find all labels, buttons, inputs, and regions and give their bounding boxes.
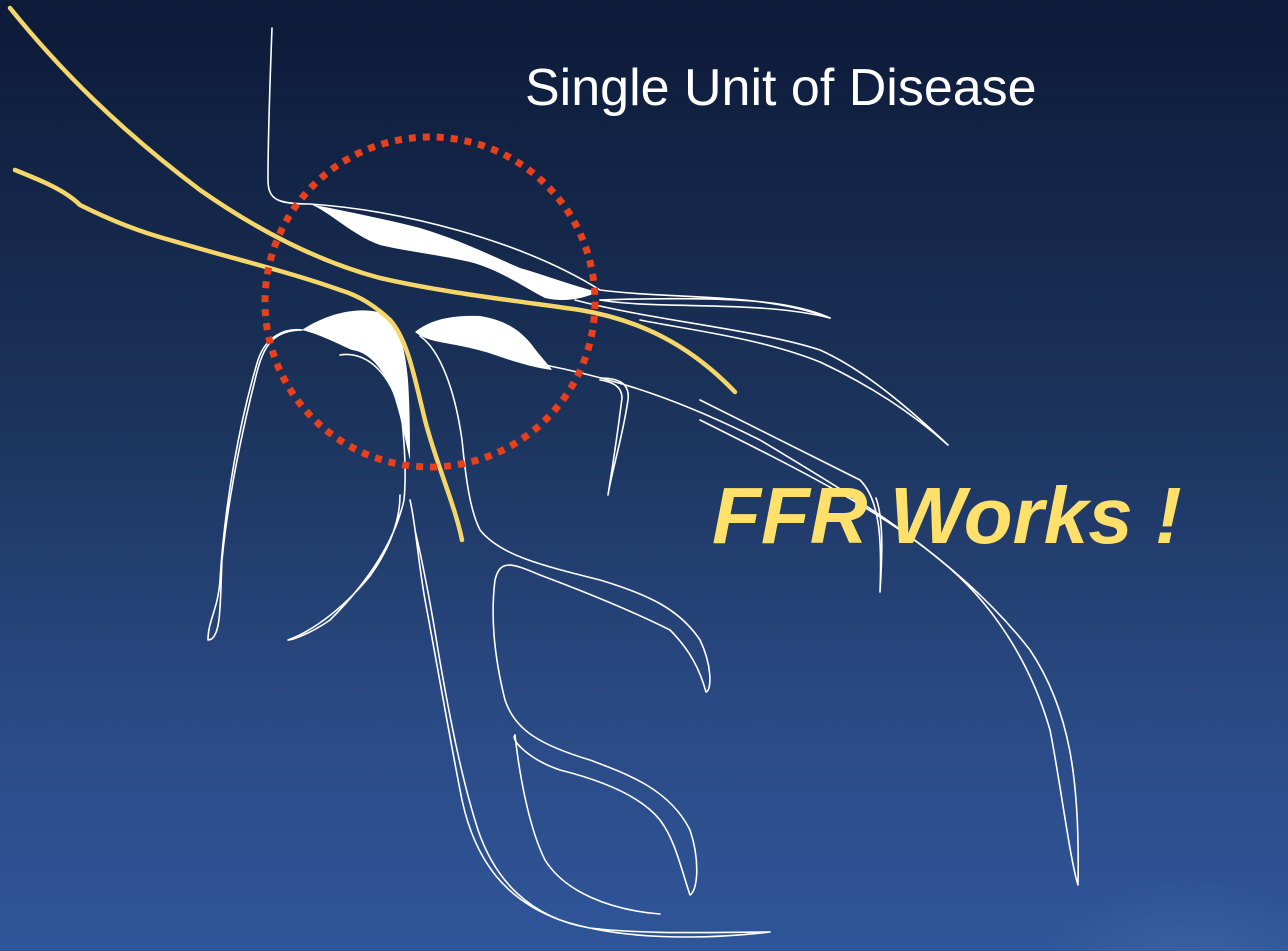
vessel-twig-center <box>600 378 628 495</box>
plaque-lower-right <box>415 316 552 370</box>
vessel-branch-upper-right <box>600 300 830 318</box>
vessel-loop-bottom <box>515 735 660 914</box>
vessel-left <box>208 330 302 640</box>
plaque-lower-left <box>302 310 410 460</box>
vessel-bifurcation-right <box>420 336 710 895</box>
lesion-highlight-circle <box>265 137 595 467</box>
vessel-central-descending-inner <box>410 500 770 937</box>
slide-title: Single Unit of Disease <box>525 58 1037 118</box>
plaque-upper <box>310 204 598 300</box>
vessel-diagonal-long <box>545 365 1078 885</box>
ffr-callout: FFR Works ! <box>712 470 1182 562</box>
vessel-central-descending <box>288 354 405 640</box>
